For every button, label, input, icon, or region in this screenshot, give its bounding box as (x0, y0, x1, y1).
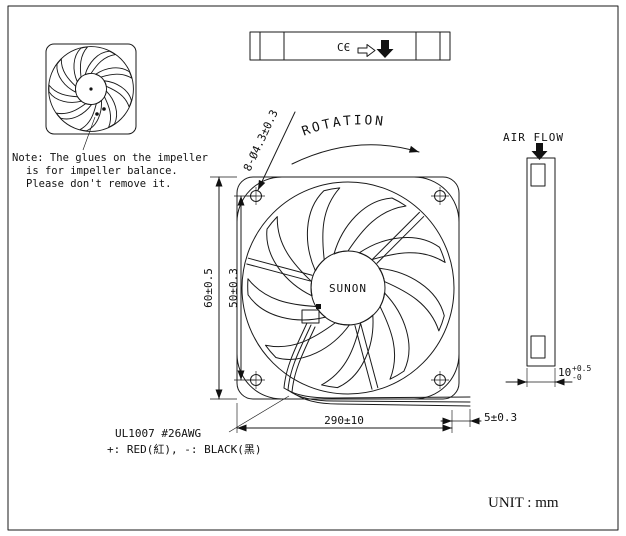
unit-label: UNIT : mm (488, 495, 559, 511)
side-view-pad-bottom (530, 335, 546, 359)
ce-mark-label: CЄ (337, 41, 350, 54)
mounting-hole (431, 371, 449, 389)
hole-pitch-label: 50±0.3 (227, 268, 240, 308)
dim-frame-size: 60±0.5 (202, 176, 237, 400)
struts (246, 211, 425, 390)
lead-wires (283, 322, 471, 407)
note-line-3: Please don't remove it. (26, 178, 171, 190)
lead-end-label: 5±0.3 (484, 411, 517, 424)
note-line-2: is for impeller balance. (26, 165, 178, 177)
lead-wire (291, 326, 316, 393)
strut (372, 211, 425, 264)
top-side-body (249, 31, 451, 61)
lead-wire (291, 391, 471, 407)
brand-label: SUNON (329, 282, 367, 295)
side-view-pad-top (530, 163, 546, 187)
glue-dot (95, 112, 99, 116)
hole-dim-leader (257, 111, 296, 191)
hole-dim-label: 8-Ø4.3±0.3 (241, 108, 281, 174)
thickness-tol-lower: -0 (572, 373, 582, 382)
frame-size-label: 60±0.5 (202, 268, 215, 308)
wire-spec-line-2: +: RED(紅), -: BLACK(黑) (107, 443, 261, 456)
small-fan-view (45, 43, 137, 151)
note-line-1: Note: The glues on the impeller (12, 152, 208, 164)
dim-lead-end: 5±0.3 (440, 409, 517, 427)
small-fan-impeller (45, 44, 135, 134)
dim-hole-pitch: 50±0.3 (227, 195, 256, 381)
top-side-view: CЄ (249, 31, 451, 61)
glue-dot (102, 107, 106, 111)
wire-spec: UL1007 #26AWG +: RED(紅), -: BLACK(黑) (107, 395, 290, 456)
rotation-arrow (291, 144, 420, 165)
airflow-arrow-icon (531, 143, 548, 160)
main-front-view: SUNON (236, 176, 460, 400)
lead-wire (283, 322, 308, 389)
small-fan-center-dot (89, 87, 93, 91)
wire-spec-line-1: UL1007 #26AWG (115, 427, 201, 440)
dim-thickness: 10 +0.5 -0 (505, 364, 591, 387)
mounting-hole (431, 187, 449, 205)
lead-wire (287, 389, 471, 403)
ce-down-arrow-icon (376, 40, 394, 58)
strut (246, 257, 313, 282)
rotation-label: ROTATION (300, 113, 386, 139)
fan-frame (236, 176, 460, 400)
airflow-label: AIR FLOW (503, 131, 564, 144)
wire-spec-leader (228, 395, 290, 433)
lead-wire (287, 324, 312, 391)
impeller-note: Note: The glues on the impeller is for i… (12, 152, 208, 190)
solder-point (316, 304, 321, 309)
wire-connector (301, 309, 320, 324)
rotation-indicator: ROTATION (291, 113, 420, 165)
ce-right-arrow-icon (357, 44, 376, 57)
right-side-view: AIR FLOW 10 +0.5 -0 (503, 131, 591, 387)
thickness-label: 10 (558, 366, 571, 379)
thickness-tol-upper: +0.5 (572, 364, 591, 373)
drawing-border (7, 5, 619, 531)
side-view-body (526, 157, 556, 367)
lead-length-label: 290±10 (324, 414, 364, 427)
strut (354, 323, 379, 390)
small-fan-frame (45, 43, 137, 135)
note-leader-line (82, 116, 96, 151)
dim-lead-length: 290±10 (236, 403, 453, 433)
